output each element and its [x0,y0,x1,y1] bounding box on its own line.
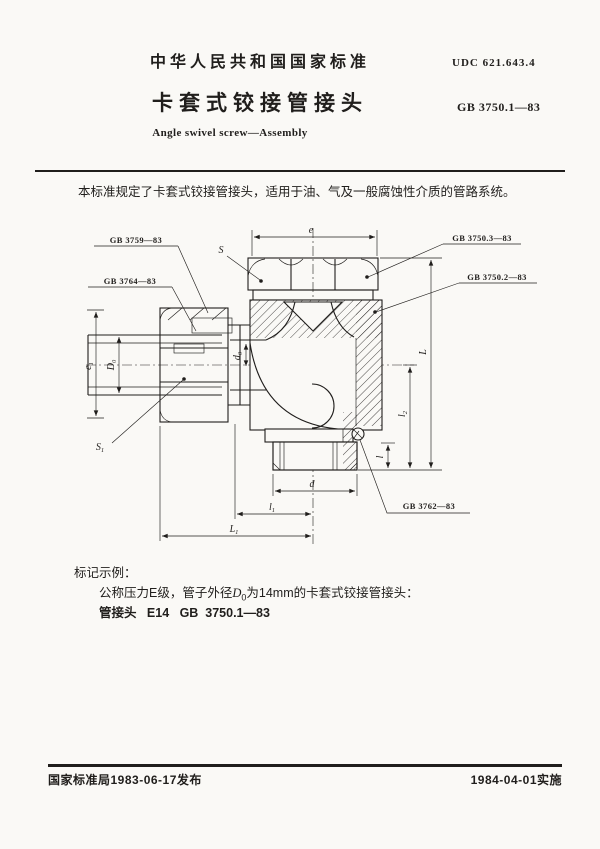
left-hex-nut [159,307,250,423]
ref-label-gb3750-2: GB 3750.2—83 [467,272,527,282]
dim-d0: d0 [232,344,249,366]
dim-d: d [272,474,358,496]
dim-l1: l1 [234,424,311,519]
dim-l: l [375,442,395,468]
dim-label-l: l [375,455,386,458]
page-title-english: Angle swivel screw—Assembly [152,127,308,139]
bore-circle [311,383,335,429]
marking-example-designation: 管接头 E14 GB 3750.1—83 [99,606,270,620]
marking-line1-suffix: 为14mm的卡套式铰接管接头： [246,586,419,600]
header-divider [35,170,565,172]
dim-label-l1: l1 [269,502,275,514]
body-section [230,299,383,431]
technical-drawing: e S S1 e1 D0 d0 L l2 l [83,225,537,546]
ref-label-gb3764: GB 3764—83 [104,276,156,286]
dim-label-d0: d0 [232,351,244,360]
dim-label-D0: D0 [106,359,118,371]
ref-gb3759: GB 3759—83 [94,235,209,314]
marking-line1-prefix: 公称压力E级，管子外径 [99,586,233,600]
dim-label-L1: L1 [229,524,239,536]
marking-example-line1: 公称压力E级，管子外径D0为14mm的卡套式铰接管接头： [99,582,419,603]
stud-flange [264,428,354,443]
pipe [87,334,222,396]
udc-number: UDC 621.643.4 [452,57,536,69]
threaded-stud [264,427,365,471]
dim-label-S: S [219,245,224,256]
ref-label-gb3750-3: GB 3750.3—83 [452,233,512,243]
dim-D0: D0 [106,337,122,393]
page-title: 卡套式铰接管接头 [152,92,368,115]
standard-code: GB 3750.1—83 [457,100,541,114]
scope-paragraph: 本标准规定了卡套式铰接管接头，适用于油、气及一般腐蚀性介质的管路系统。 [78,185,516,199]
dim-label-e: e [309,225,314,236]
dim-label-d: d [310,479,316,490]
ref-gb3762: GB 3762—83 [359,439,470,514]
dim-e1: e1 [83,309,104,419]
marking-line1-symbol: D [232,586,242,600]
footer-divider [48,764,562,767]
dim-label-L: L [418,349,429,356]
ref-label-gb3759: GB 3759—83 [110,235,162,245]
ferrule-threads [191,317,233,334]
cone-seat [282,301,344,332]
standard-org-title: 中华人民共和国国家标准 [149,54,370,71]
dim-L1: L1 [159,426,311,541]
dim-S: S [219,245,263,283]
knurl-band [173,343,205,354]
dim-label-S1: S1 [96,442,104,454]
dim-label-e1: e1 [83,362,95,370]
dim-l2: l2 [397,364,417,468]
ref-gb3764: GB 3764—83 [88,276,197,332]
ref-gb3750-2: GB 3750.2—83 [373,272,537,314]
footer-effective-date: 1984-04-01实施 [470,773,562,787]
marking-line1-subscript: 0 [241,592,247,603]
ref-gb3750-3: GB 3750.3—83 [365,233,521,279]
marking-example-heading: 标记示例： [74,566,137,580]
ref-label-gb3762: GB 3762—83 [403,501,455,511]
footer-issued-date: 国家标准局1983-06-17发布 [48,773,202,787]
dim-label-l2: l2 [397,410,409,417]
dim-e: e [251,225,378,256]
dim-S1: S1 [96,377,186,454]
